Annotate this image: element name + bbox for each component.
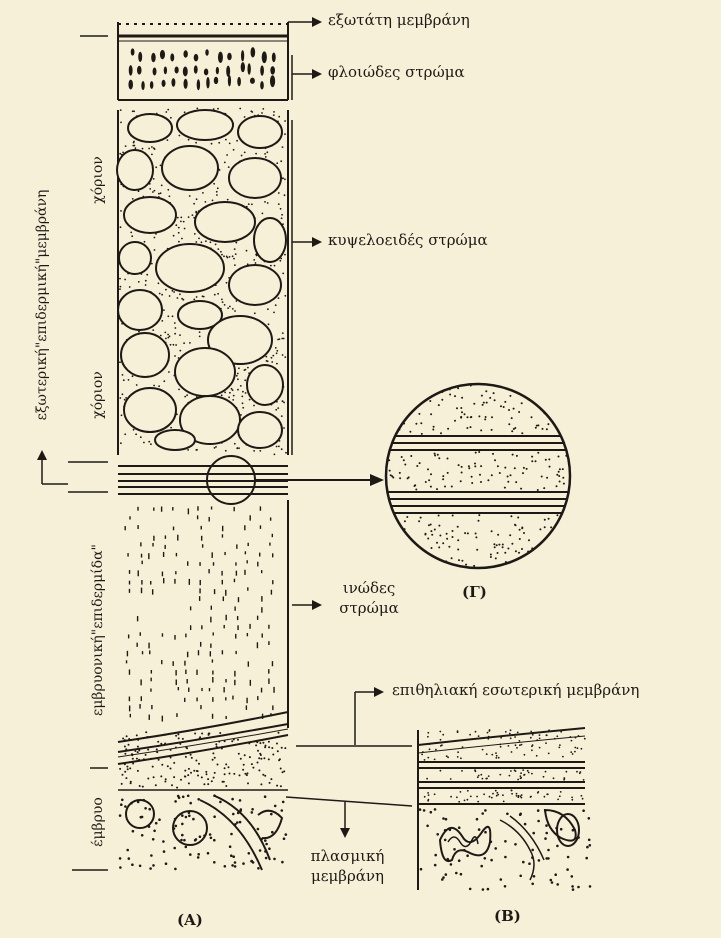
chorion-lower-label: χόριον xyxy=(91,371,105,419)
cortical-layer-label: φλοιώδες στρώμα xyxy=(328,64,465,81)
plasma-membrane-label-1: πλασμική xyxy=(300,848,395,865)
outermost-membrane-label: εξωτάτη μεμβράνη xyxy=(328,12,470,29)
alveolar-layer-label: κυψελοειδές στρώμα xyxy=(328,232,488,249)
embryonic-epidermis-label: εμβρυονική"επιδερμίδα" xyxy=(91,544,105,716)
outer-epidermal-membrane-label: εξωτερική"επιδερμική"μεμβράνη xyxy=(35,190,49,421)
fibrous-layer-label-1: ινώδες xyxy=(333,580,405,597)
inner-epithelial-membrane-label: επιθηλιακή εσωτερική μεμβράνη xyxy=(392,682,639,699)
embryo-label: έμβρυο xyxy=(91,797,105,847)
panel-b-label: (B) xyxy=(494,908,521,925)
panel-g-label: (Γ) xyxy=(462,584,487,601)
panel-a-label: (A) xyxy=(177,912,203,929)
fibrous-layer-label-2: στρώμα xyxy=(333,600,405,617)
chorion-upper-label: χόριον xyxy=(91,156,105,204)
plasma-membrane-label-2: μεμβράνη xyxy=(300,868,395,885)
